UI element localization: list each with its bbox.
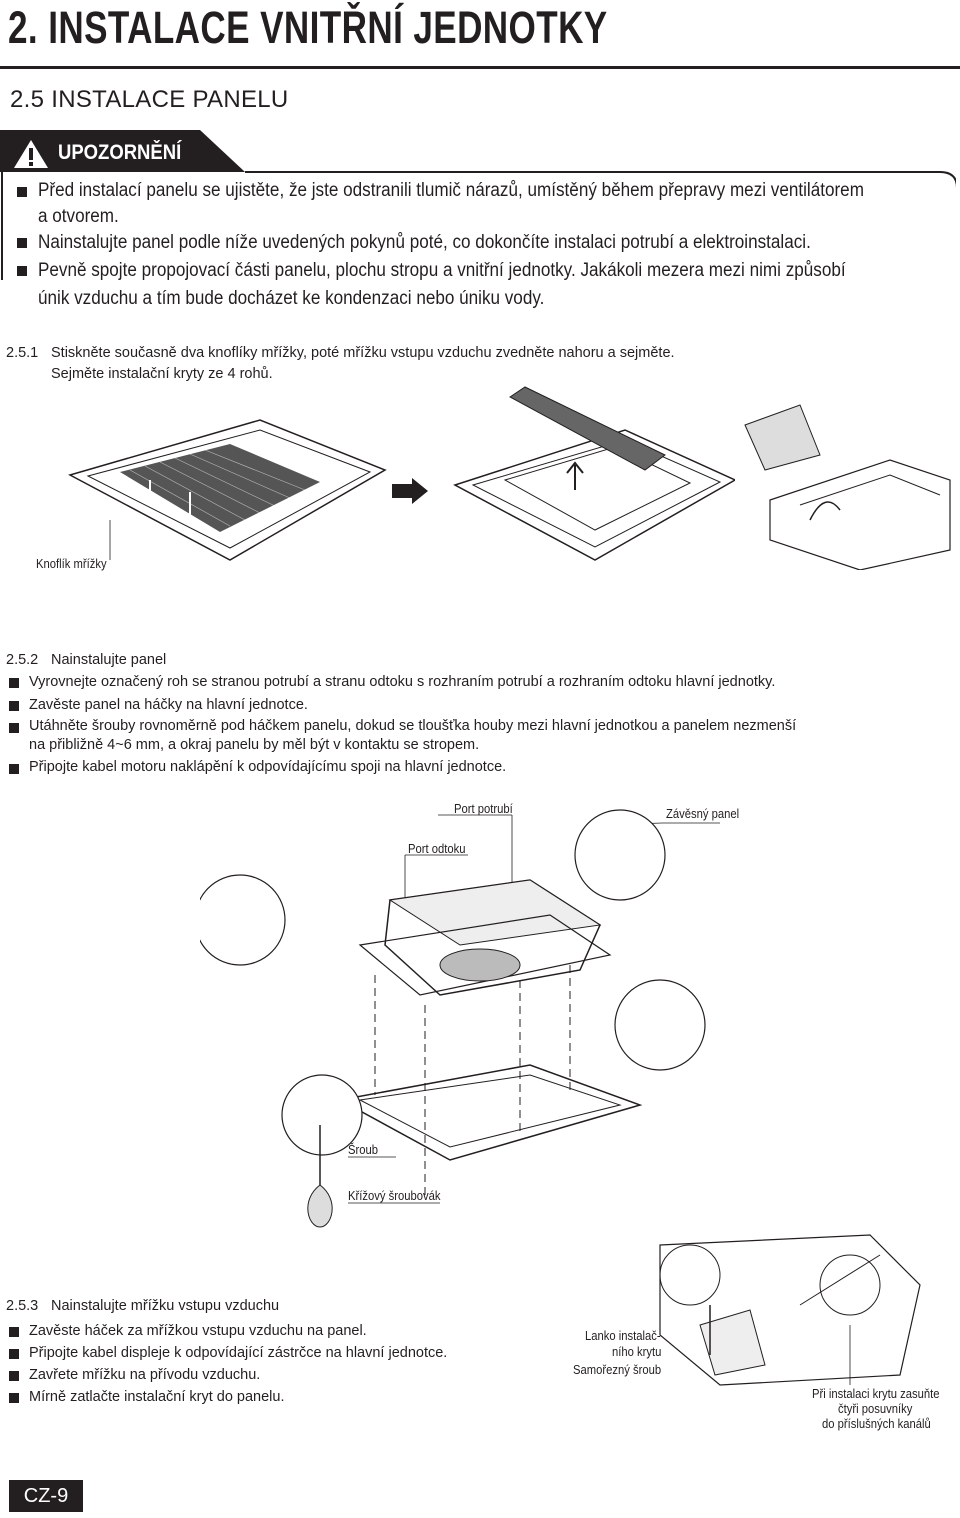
- step-item: Utáhněte šrouby rovnoměrně pod háčkem pa…: [29, 718, 797, 734]
- warning-item: únik vzduchu a tím bude docházet ke kond…: [38, 288, 545, 309]
- step-item: Připojte kabel displeje k odpovídající z…: [29, 1345, 448, 1361]
- label-zavesny-panel: Závěsný panel: [666, 807, 740, 821]
- warning-frame: [0, 130, 956, 280]
- step-item: Vyrovnejte označený roh se stranou potru…: [29, 674, 776, 690]
- unit-install-illustration: [200, 809, 720, 1228]
- title-rule: [0, 66, 960, 69]
- step-item: Zavřete mřížku na přívodu vzduchu.: [29, 1367, 261, 1383]
- page-number: CZ-9: [9, 1480, 83, 1512]
- step-title: Nainstalujte mřížku vstupu vzduchu: [51, 1298, 280, 1314]
- bullet-icon: [9, 1349, 19, 1359]
- step-title: Nainstalujte panel: [51, 652, 167, 668]
- warning-item: Nainstalujte panel podle níže uvedených …: [38, 232, 811, 253]
- warning-icon: [14, 140, 48, 168]
- label-lanko-2: ního krytu: [612, 1345, 662, 1359]
- step-number: 2.5.1: [6, 345, 39, 361]
- step-item: Mírně zatlačte instalační kryt do panelu…: [29, 1389, 285, 1405]
- step-item: Zavěste háček za mřížkou vstupu vzduchu …: [29, 1323, 367, 1339]
- label-port-odtoku: Port odtoku: [408, 842, 466, 856]
- corner-cover-illustration: [744, 404, 951, 570]
- bullet-icon: [17, 266, 27, 276]
- arrow-right-icon: [392, 478, 428, 504]
- warning-item: Před instalací panelu se ujistěte, že js…: [38, 180, 864, 201]
- bullet-icon: [9, 723, 19, 733]
- label-pri-instalaci-2: čtyři posuvníky: [838, 1402, 913, 1416]
- bullet-icon: [9, 1393, 19, 1403]
- label-sroub: Šroub: [348, 1143, 379, 1157]
- label-port-potrubi: Port potrubí: [454, 802, 513, 816]
- step-item: Připojte kabel motoru naklápění k odpoví…: [29, 759, 507, 775]
- knob-caption: Knoflík mřížky: [36, 557, 107, 571]
- bullet-icon: [9, 1327, 19, 1337]
- bullet-icon: [17, 187, 27, 197]
- label-pri-instalaci-1: Při instalaci krytu zasuňte: [812, 1387, 940, 1401]
- warning-item: Pevně spojte propojovací části panelu, p…: [38, 260, 846, 281]
- warning-item: a otvorem.: [38, 206, 119, 227]
- label-lanko-1: Lanko instalač-: [585, 1329, 661, 1343]
- step-text: Sejměte instalační kryty ze 4 rohů.: [51, 366, 273, 382]
- label-krizovy-sroubovak: Křížový šroubovák: [348, 1189, 441, 1203]
- step-number: 2.5.3: [6, 1298, 39, 1314]
- page-title: 2. INSTALACE VNITŘNÍ JEDNOTKY: [8, 2, 608, 53]
- bullet-icon: [17, 238, 27, 248]
- label-samorezny-sroub: Samořezný šroub: [573, 1363, 662, 1377]
- bullet-icon: [9, 764, 19, 774]
- cover-install-illustration: [659, 1234, 921, 1386]
- label-pri-instalaci-3: do příslušných kanálů: [822, 1417, 931, 1431]
- section-title: 2.5 INSTALACE PANELU: [10, 86, 289, 113]
- step-text: Stiskněte současně dva knoflíky mřížky, …: [51, 345, 675, 361]
- panel-grille-illustration: [68, 419, 387, 561]
- panel-open-illustration: [453, 386, 735, 561]
- bullet-icon: [9, 701, 19, 711]
- step-item: na přibližně 4~6 mm, a okraj panelu by m…: [29, 737, 480, 753]
- bullet-icon: [9, 1371, 19, 1381]
- bullet-icon: [9, 678, 19, 688]
- warning-label: UPOZORNĚNÍ: [58, 141, 182, 164]
- step-number: 2.5.2: [6, 652, 39, 668]
- step-item: Zavěste panel na háčky na hlavní jednotc…: [29, 697, 308, 713]
